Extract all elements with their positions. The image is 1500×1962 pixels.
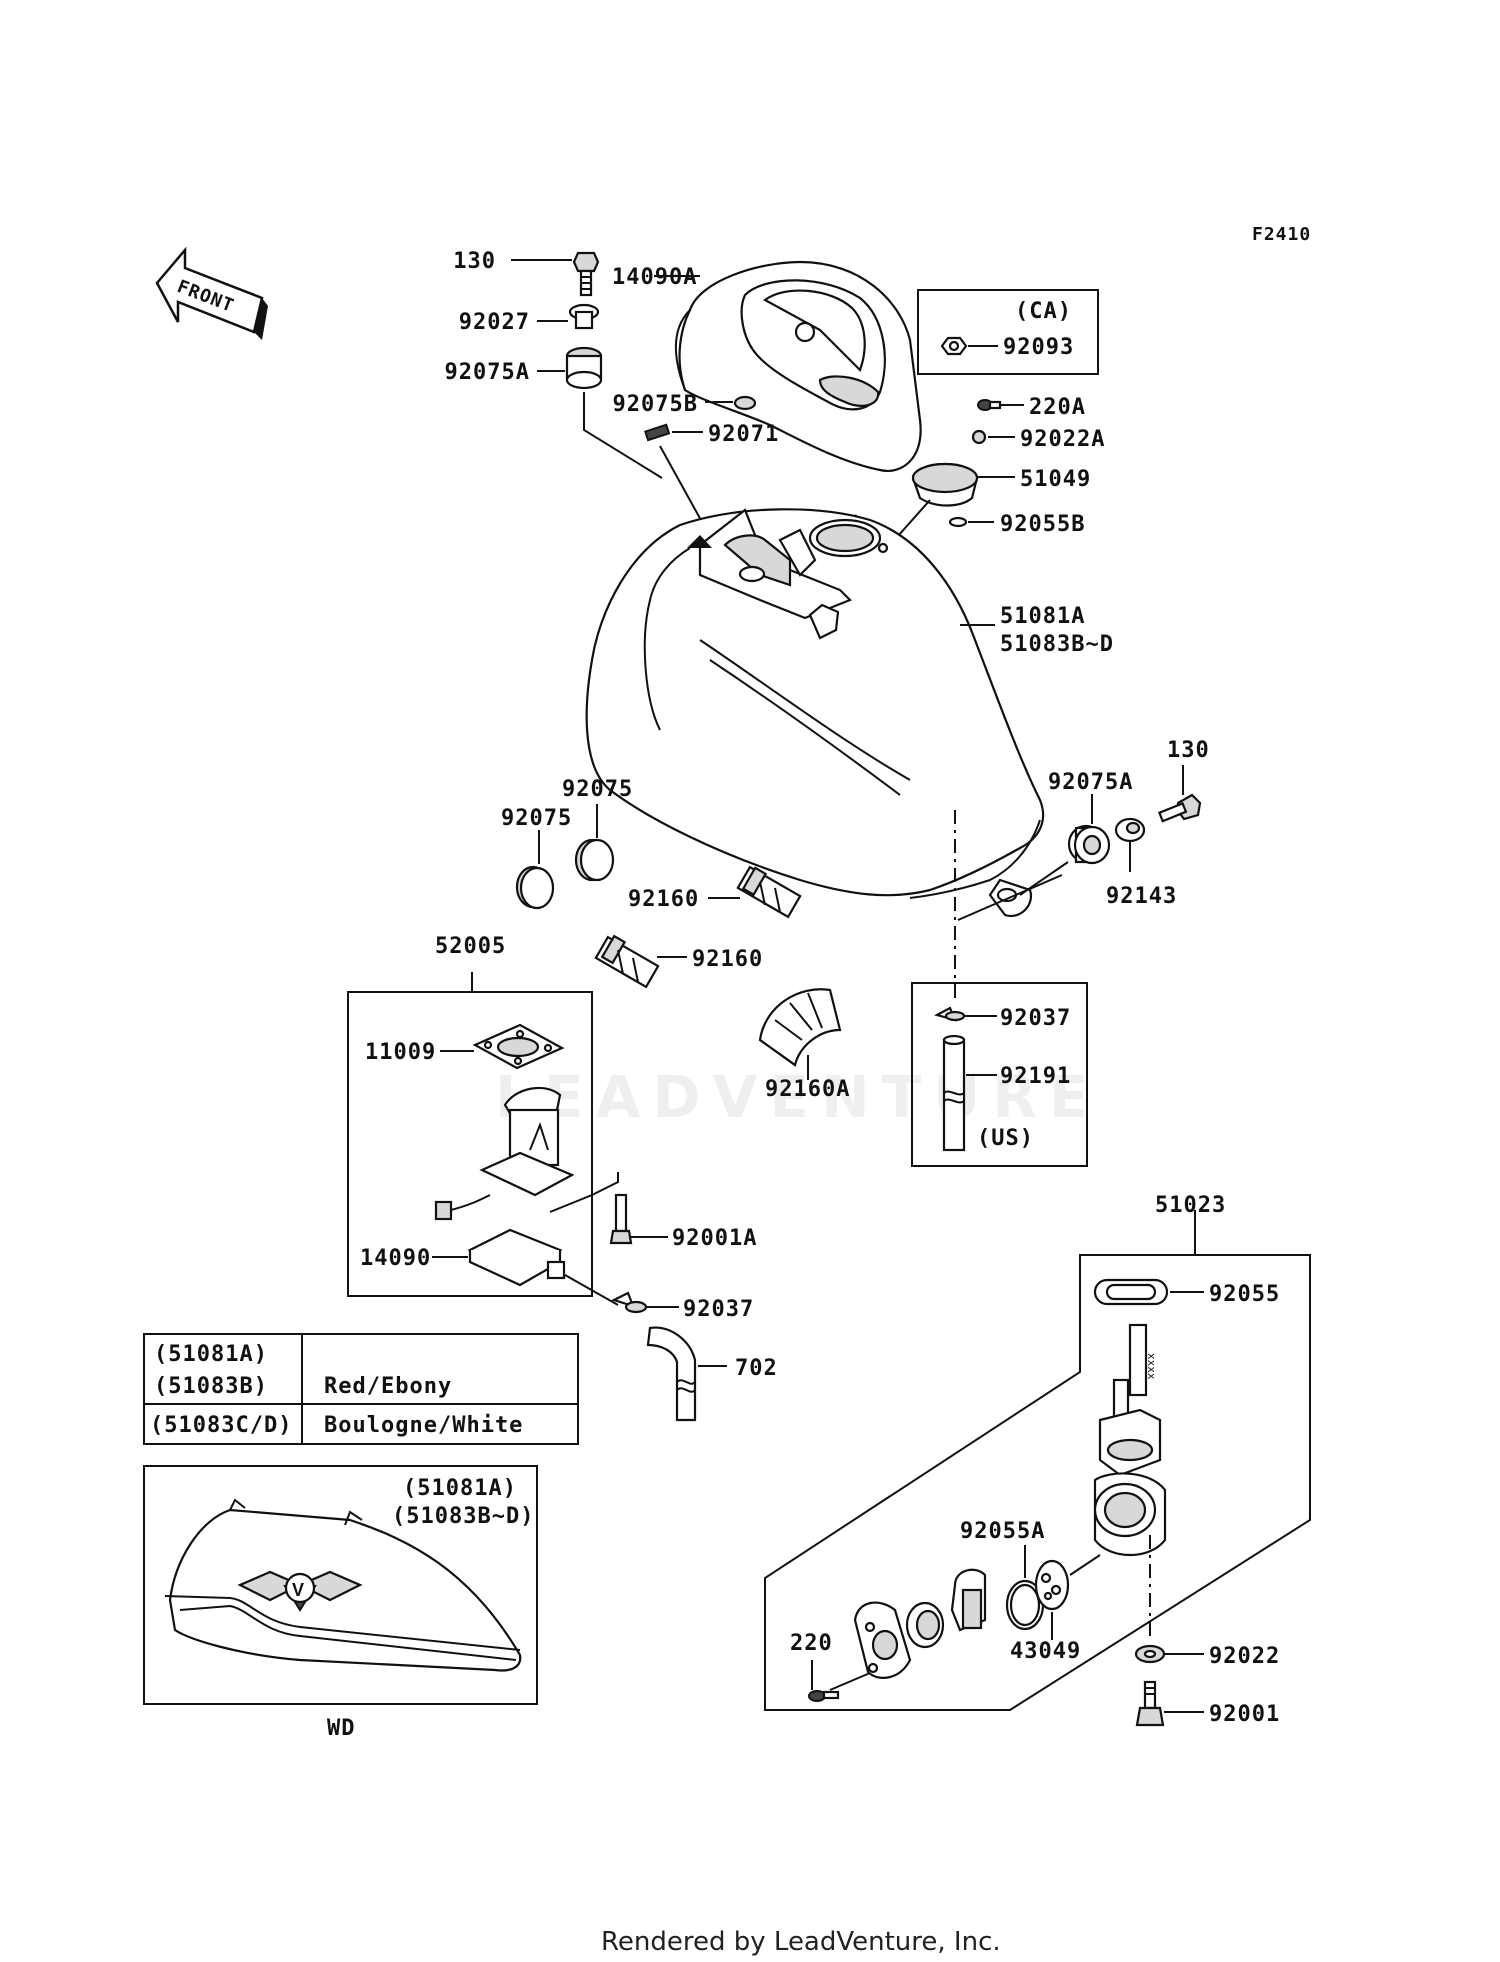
valve-lever[interactable] xyxy=(950,1568,987,1632)
callout-51083BD: 51083B~D xyxy=(1000,632,1114,657)
bolt-130-top[interactable] xyxy=(572,251,600,297)
callout-92027: 92027 xyxy=(459,310,530,335)
callout-51049: 51049 xyxy=(1020,467,1091,492)
table-row1-code1: (51081A) xyxy=(154,1342,268,1367)
hose-92191[interactable] xyxy=(942,1034,966,1152)
cap-51049[interactable] xyxy=(911,462,979,507)
callout-130-top: 130 xyxy=(453,249,496,274)
damper-92075-right[interactable] xyxy=(574,838,615,882)
svg-text:V: V xyxy=(292,1580,304,1600)
ca-box-label: (CA) xyxy=(1015,299,1072,324)
gasket-92055[interactable] xyxy=(1093,1278,1169,1306)
svg-text:xxxx: xxxx xyxy=(1145,1353,1158,1380)
callout-92143: 92143 xyxy=(1106,884,1177,909)
seal-ring[interactable] xyxy=(905,1601,945,1649)
oring-92055B[interactable] xyxy=(948,516,968,528)
damper-92075A-top[interactable] xyxy=(565,346,603,390)
fuel-pump-unit[interactable] xyxy=(434,1086,575,1221)
hose-702[interactable] xyxy=(646,1326,697,1422)
callout-92055: 92055 xyxy=(1209,1282,1280,1307)
callout-92055B: 92055B xyxy=(1000,512,1085,537)
table-row2-color: Boulogne/White xyxy=(324,1413,523,1438)
cover-plate[interactable] xyxy=(853,1601,912,1679)
callout-92022: 92022 xyxy=(1209,1644,1280,1669)
us-box xyxy=(911,982,1088,1167)
table-row2-code1: (51083C/D) xyxy=(150,1413,292,1438)
collar-92143[interactable] xyxy=(1114,817,1146,843)
callout-92160-upper: 92160 xyxy=(628,887,699,912)
fuel-pump-box xyxy=(347,991,593,1297)
wd-box-code1: (51081A) xyxy=(403,1476,517,1501)
bolt-130-right[interactable] xyxy=(1157,793,1202,823)
callout-92075B: 92075B xyxy=(613,392,698,417)
callout-92055A: 92055A xyxy=(960,1519,1045,1544)
callout-92037-bottom: 92037 xyxy=(683,1297,754,1322)
wd-caption: WD xyxy=(327,1716,356,1741)
console-cover-14090A[interactable] xyxy=(674,260,922,472)
clamp-92037-bottom[interactable] xyxy=(611,1291,648,1314)
gasket-43049[interactable] xyxy=(1034,1559,1070,1611)
front-arrow-icon: FRONT xyxy=(155,246,268,340)
callout-14090A: 14090A xyxy=(612,265,697,290)
ca-box xyxy=(917,289,1099,375)
clamp-92037-top[interactable] xyxy=(934,1006,966,1022)
callout-92075-right: 92075 xyxy=(562,777,633,802)
us-box-label: (US) xyxy=(977,1126,1034,1151)
callout-92001: 92001 xyxy=(1209,1702,1280,1727)
callout-92022A: 92022A xyxy=(1020,427,1105,452)
callout-92075A-top: 92075A xyxy=(445,360,530,385)
clip-92071[interactable] xyxy=(644,423,671,442)
diagram-code: F2410 xyxy=(1252,224,1311,245)
oring-92055A[interactable] xyxy=(1005,1579,1045,1631)
callout-130-right: 130 xyxy=(1167,738,1210,763)
pad-92160-lower[interactable] xyxy=(594,934,660,989)
callout-92001A: 92001A xyxy=(672,1226,757,1251)
callout-92075-left: 92075 xyxy=(501,806,572,831)
callout-14090: 14090 xyxy=(360,1246,431,1271)
bracket-14090[interactable] xyxy=(467,1228,566,1287)
nut-92093[interactable] xyxy=(940,336,968,356)
pad-92160A[interactable] xyxy=(758,988,842,1067)
callout-92093: 92093 xyxy=(1003,335,1074,360)
damper-92075-left[interactable] xyxy=(515,865,555,910)
callout-92191: 92191 xyxy=(1000,1064,1071,1089)
bolt-92001[interactable] xyxy=(1135,1680,1165,1727)
washer-92022A[interactable] xyxy=(971,429,987,445)
wd-box xyxy=(143,1465,538,1705)
screw-92001A[interactable] xyxy=(609,1193,633,1245)
callout-92075A-right: 92075A xyxy=(1048,770,1133,795)
damper-92075A-right[interactable] xyxy=(1067,824,1111,865)
wd-box-code2: (51083B~D) xyxy=(392,1504,534,1529)
callout-11009: 11009 xyxy=(365,1040,436,1065)
callout-92160A: 92160A xyxy=(765,1077,850,1102)
callout-52005: 52005 xyxy=(435,934,506,959)
callout-220: 220 xyxy=(790,1631,833,1656)
screw-220[interactable] xyxy=(808,1690,840,1702)
callout-92071: 92071 xyxy=(708,422,779,447)
gasket-11009[interactable] xyxy=(472,1023,565,1070)
table-row1-color: Red/Ebony xyxy=(324,1374,452,1399)
fuel-tap-box xyxy=(764,1254,1311,1711)
callout-92037-top: 92037 xyxy=(1000,1006,1071,1031)
screw-220A[interactable] xyxy=(977,399,1002,411)
table-row1-code2: (51083B) xyxy=(154,1374,268,1399)
callout-51023: 51023 xyxy=(1155,1193,1226,1218)
callout-92160-lower: 92160 xyxy=(692,947,763,972)
damper-92075B[interactable] xyxy=(733,395,757,411)
washer-92022[interactable] xyxy=(1134,1644,1166,1664)
callout-43049: 43049 xyxy=(1010,1639,1081,1664)
color-table xyxy=(143,1333,579,1445)
collar-92027[interactable] xyxy=(568,303,600,330)
callout-702: 702 xyxy=(735,1356,778,1381)
tank-decal-illustration: V xyxy=(164,1498,522,1672)
callout-220A: 220A xyxy=(1029,395,1086,420)
fuel-tap-body[interactable]: xxxx xyxy=(1093,1323,1167,1640)
pad-92160-upper[interactable] xyxy=(736,865,802,919)
footer-credit: Rendered by LeadVenture, Inc. xyxy=(601,1927,1001,1957)
callout-51081A: 51081A xyxy=(1000,604,1085,629)
fuel-tank-51081A[interactable] xyxy=(585,508,1045,918)
